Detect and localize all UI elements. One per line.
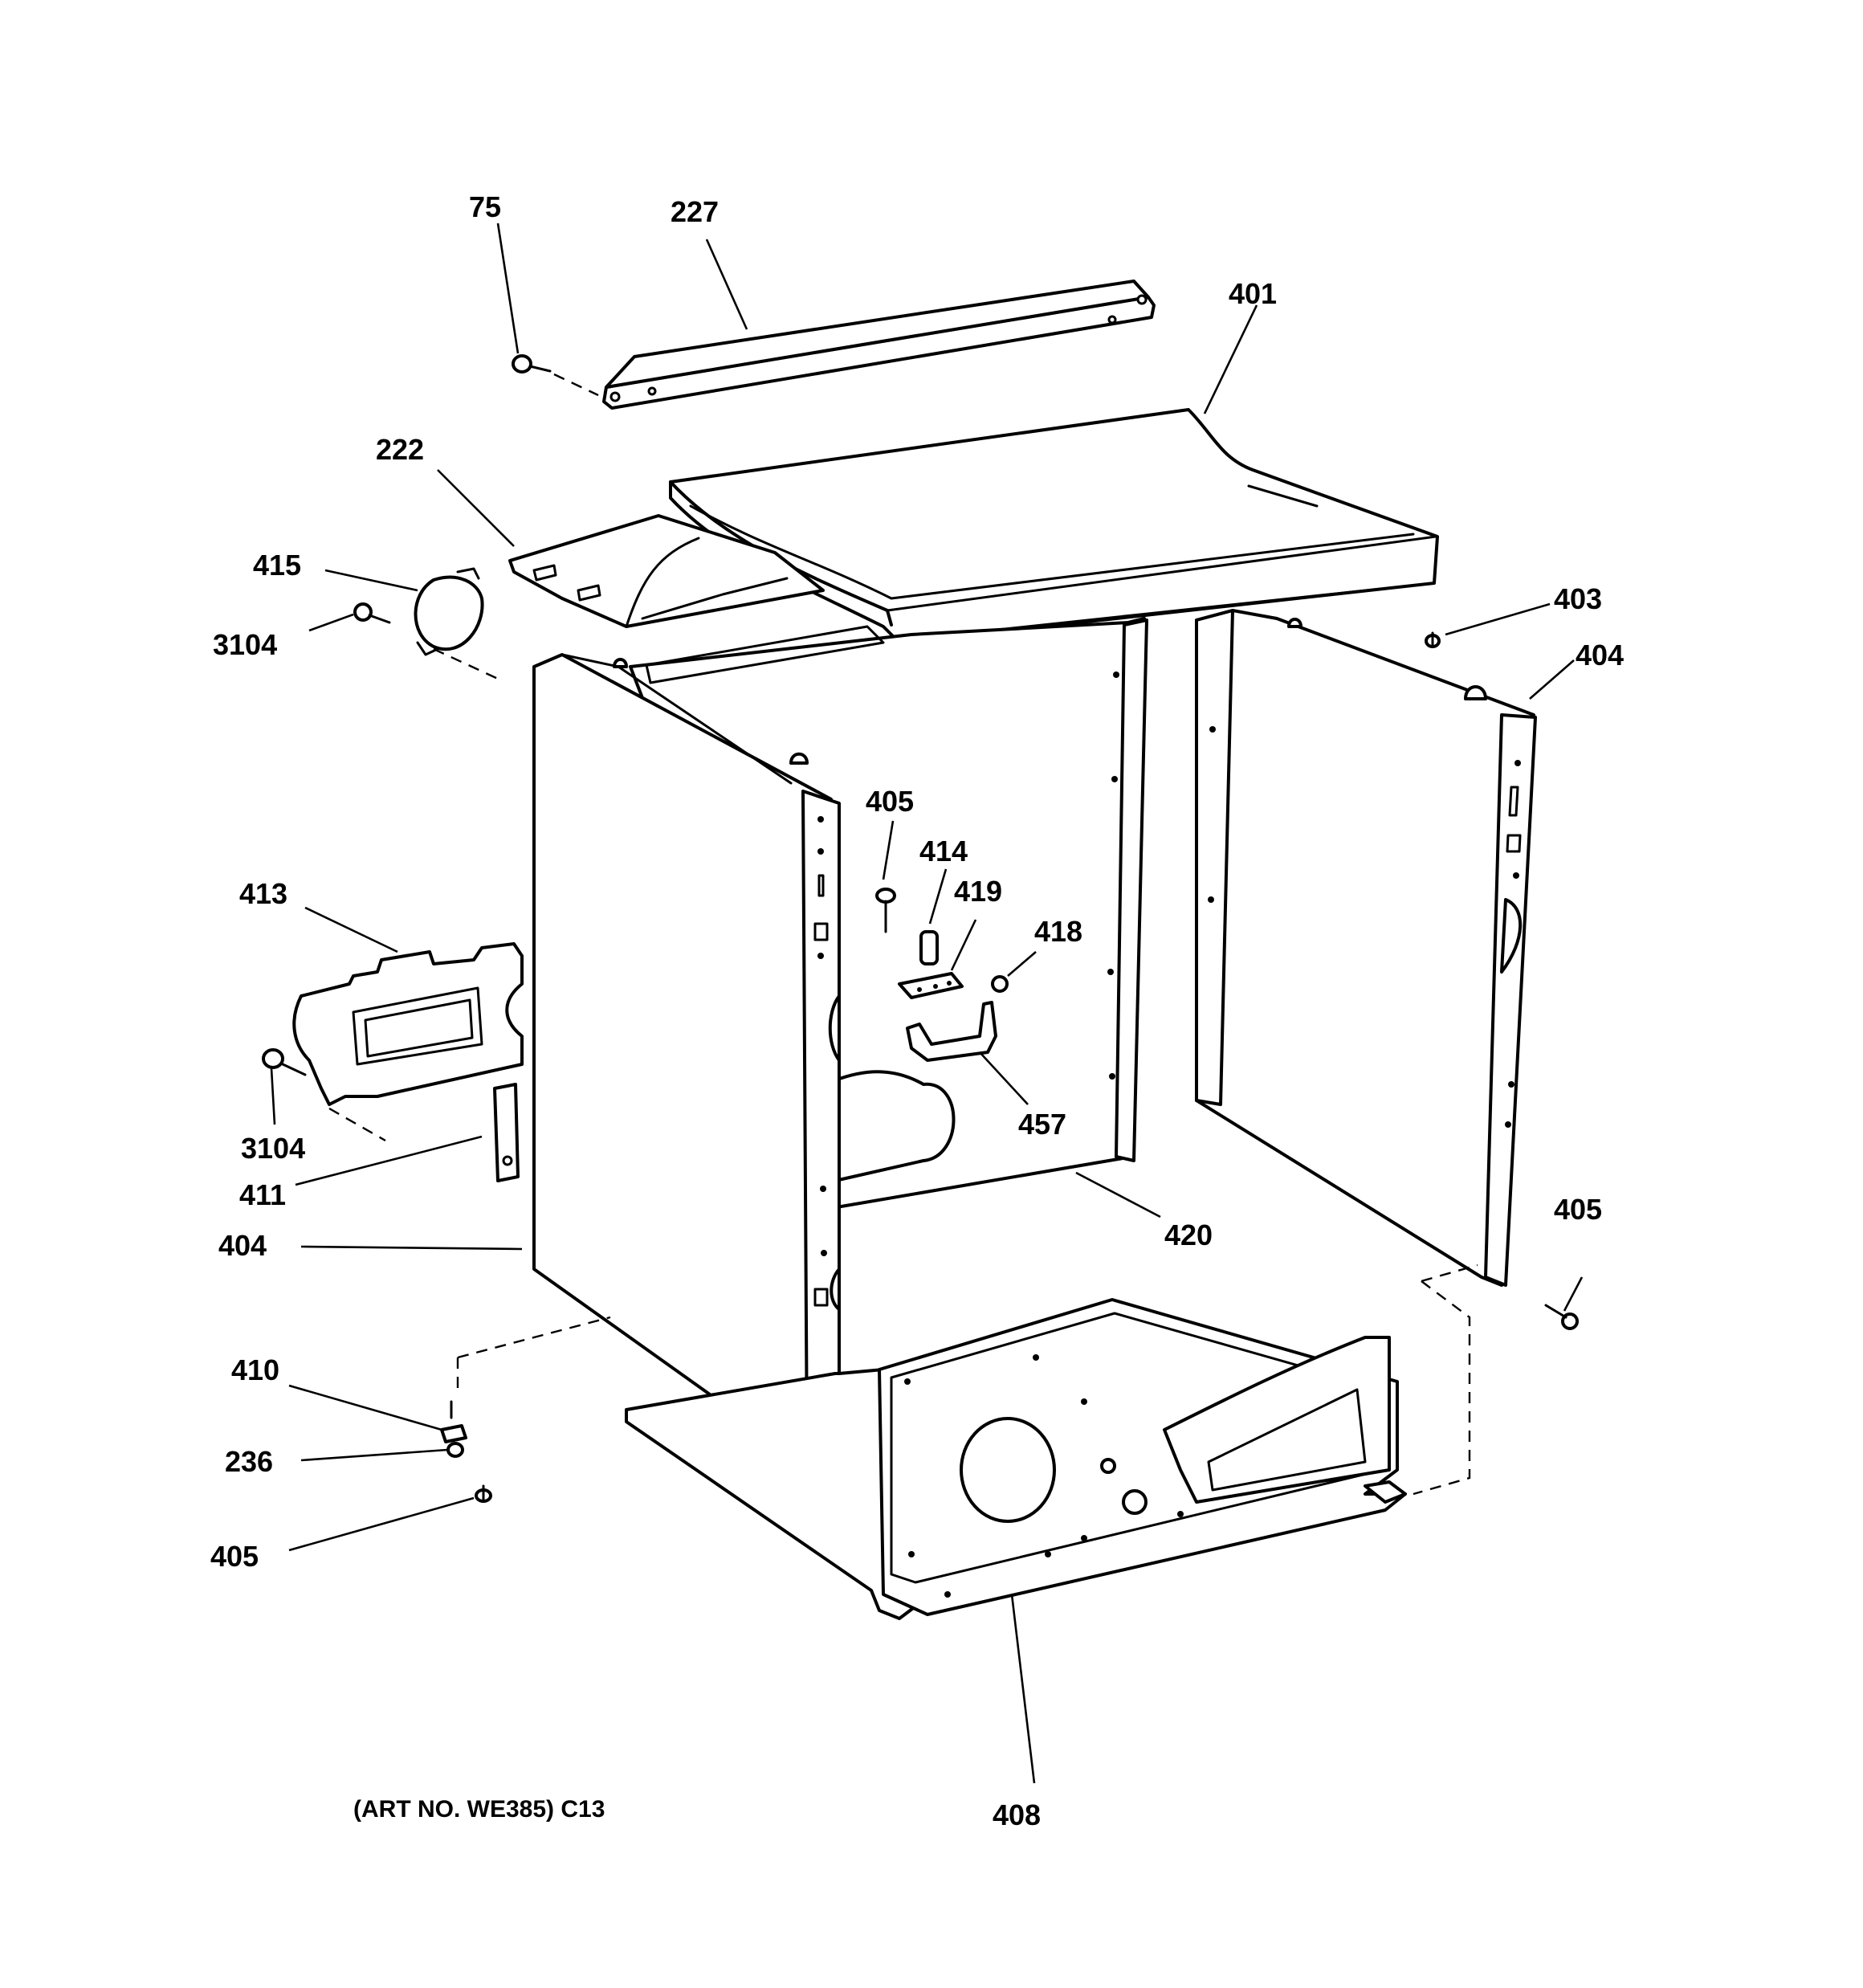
- leader-lines: [270, 222, 1584, 1784]
- part-411-latch: [493, 1083, 520, 1182]
- callout-222: 222: [376, 433, 424, 466]
- callout-401: 401: [1229, 277, 1277, 310]
- callout-420: 420: [1164, 1219, 1213, 1251]
- callout-405-right: 405: [1554, 1193, 1602, 1226]
- callout-408: 408: [993, 1798, 1041, 1831]
- part-408-base: [625, 1298, 1407, 1620]
- assembly-dash-lines: [456, 1263, 1478, 1496]
- part-75-screw: [512, 354, 599, 397]
- part-405-screw-lower: [475, 1484, 492, 1503]
- part-3104-screw-top: [353, 602, 499, 680]
- part-405-screw-upper: [875, 888, 896, 933]
- part-418-nut: [991, 975, 1009, 993]
- part-404-right-side-panel: [1195, 609, 1537, 1287]
- callout-labels: 75 227 401 222 415 3104 403 404 405 414 …: [210, 190, 1624, 1831]
- callout-404-right: 404: [1576, 639, 1624, 672]
- callout-411: 411: [239, 1178, 286, 1211]
- part-403-screw: [1425, 631, 1441, 648]
- callout-415: 415: [253, 549, 301, 582]
- part-222-bracket: [508, 514, 825, 628]
- part-419-terminal-block: [898, 972, 964, 999]
- callout-3104-lower: 3104: [241, 1132, 305, 1165]
- part-405-screw-right: [1544, 1304, 1579, 1330]
- callout-75: 75: [469, 190, 501, 223]
- part-236-foot: [446, 1442, 464, 1458]
- callout-403: 403: [1554, 582, 1602, 615]
- part-413-access-panel: [292, 942, 524, 1106]
- part-414-clip: [919, 930, 939, 965]
- callout-457: 457: [1018, 1108, 1066, 1141]
- callout-418: 418: [1034, 915, 1082, 948]
- callout-227: 227: [671, 195, 719, 228]
- part-227-top-rail: [602, 280, 1156, 410]
- callout-413: 413: [239, 877, 287, 910]
- callout-3104-top: 3104: [213, 628, 277, 661]
- part-457-bracket: [906, 1001, 997, 1062]
- part-415-round-cover: [414, 567, 484, 656]
- art-number: (ART NO. WE385) C13: [353, 1796, 605, 1823]
- part-404-left-side-panel: [532, 653, 841, 1480]
- callout-405-lower: 405: [210, 1540, 259, 1573]
- part-3104-screw-lower: [262, 1048, 386, 1142]
- callout-414: 414: [919, 835, 968, 867]
- callout-405-upper: 405: [866, 785, 914, 818]
- part-410-leg: [440, 1400, 467, 1443]
- callout-236: 236: [225, 1445, 273, 1478]
- callout-419: 419: [954, 875, 1002, 908]
- part-401-top-panel: [669, 408, 1439, 644]
- callout-410: 410: [231, 1353, 279, 1386]
- callout-404-left: 404: [218, 1229, 267, 1262]
